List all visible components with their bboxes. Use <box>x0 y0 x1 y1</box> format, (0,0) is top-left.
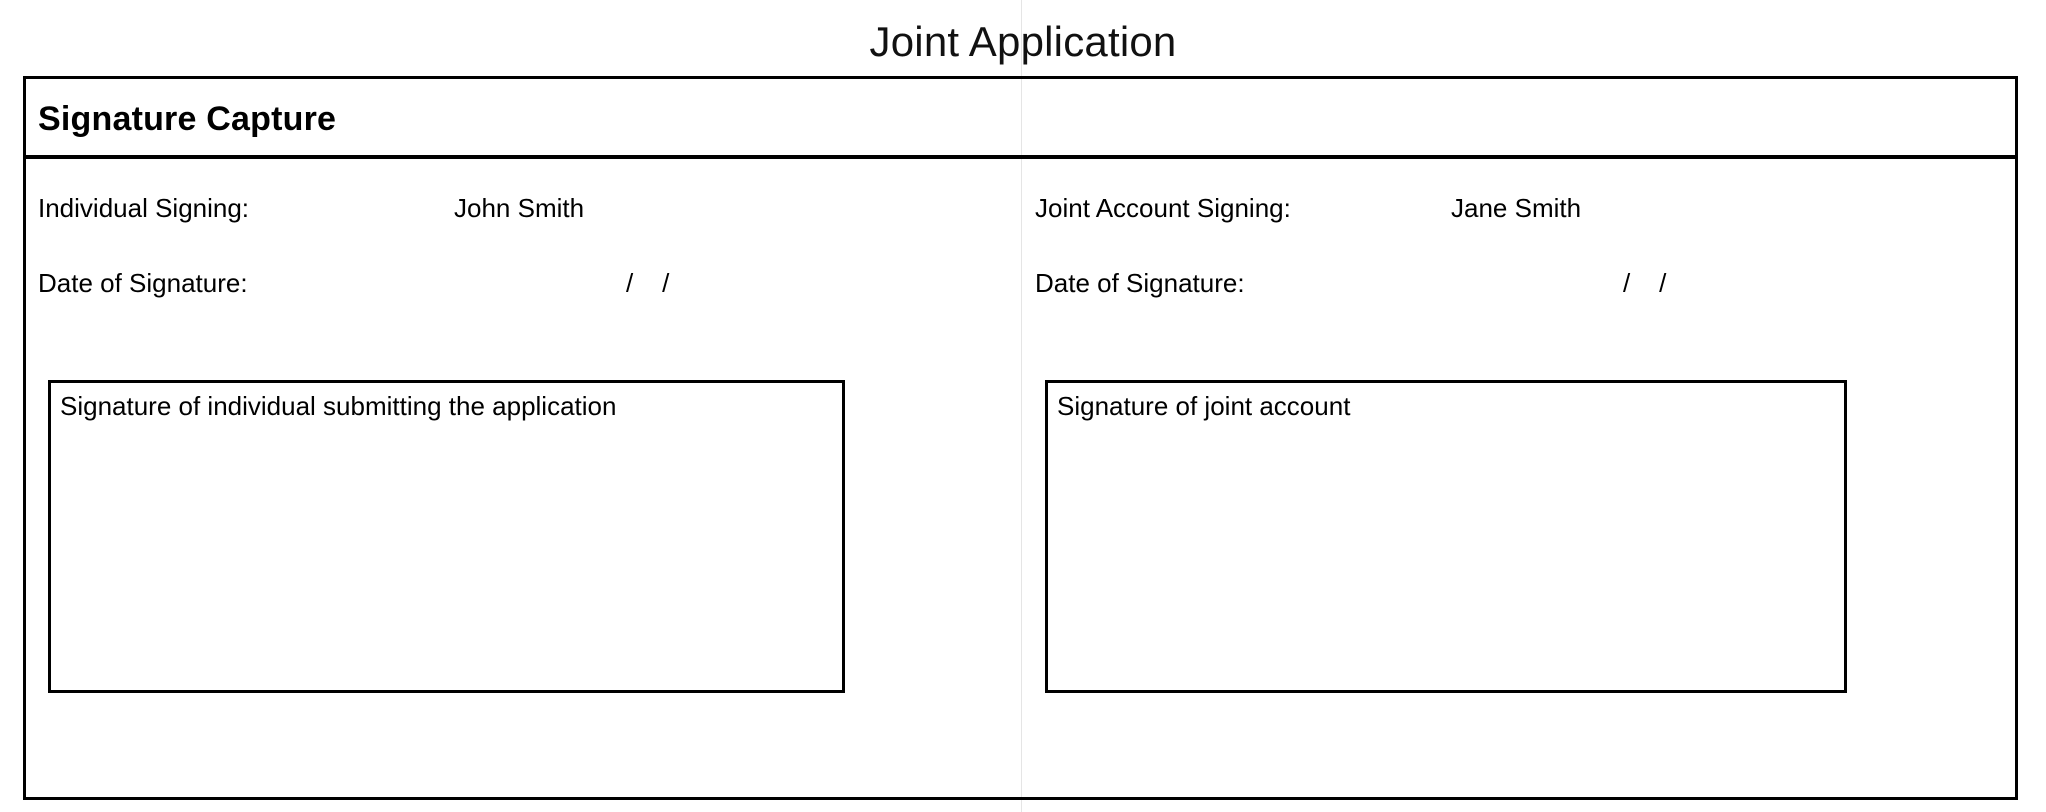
individual-date-input[interactable]: / / <box>626 268 670 298</box>
individual-signature-box[interactable]: Signature of individual submitting the a… <box>48 380 845 693</box>
joint-signature-box[interactable]: Signature of joint account <box>1045 380 1847 693</box>
section-header: Signature Capture <box>26 79 2015 159</box>
individual-date-label: Date of Signature: <box>38 268 248 298</box>
individual-signer-column: Individual Signing: John Smith Date of S… <box>26 159 1023 800</box>
joint-signer-column: Joint Account Signing: Jane Smith Date o… <box>1023 159 2018 800</box>
individual-signing-row: Individual Signing: John Smith <box>26 191 1023 225</box>
joint-signing-value[interactable]: Jane Smith <box>1451 193 1582 223</box>
joint-signature-caption: Signature of joint account <box>1057 391 1351 421</box>
individual-date-row: Date of Signature: / / <box>26 266 1023 300</box>
individual-signing-value[interactable]: John Smith <box>454 193 585 223</box>
joint-signing-label: Joint Account Signing: <box>1035 193 1291 223</box>
individual-signing-label: Individual Signing: <box>38 193 250 223</box>
section-body: Individual Signing: John Smith Date of S… <box>26 159 2015 800</box>
joint-date-label: Date of Signature: <box>1035 268 1245 298</box>
section-heading: Signature Capture <box>38 100 337 138</box>
individual-signature-caption: Signature of individual submitting the a… <box>60 391 617 421</box>
page-title: Joint Application <box>869 18 1177 65</box>
joint-date-row: Date of Signature: / / <box>1023 266 2018 300</box>
joint-signing-row: Joint Account Signing: Jane Smith <box>1023 191 2018 225</box>
joint-date-input[interactable]: / / <box>1623 268 1667 298</box>
signature-capture-section: Signature Capture Individual Signing: Jo… <box>23 76 2018 800</box>
